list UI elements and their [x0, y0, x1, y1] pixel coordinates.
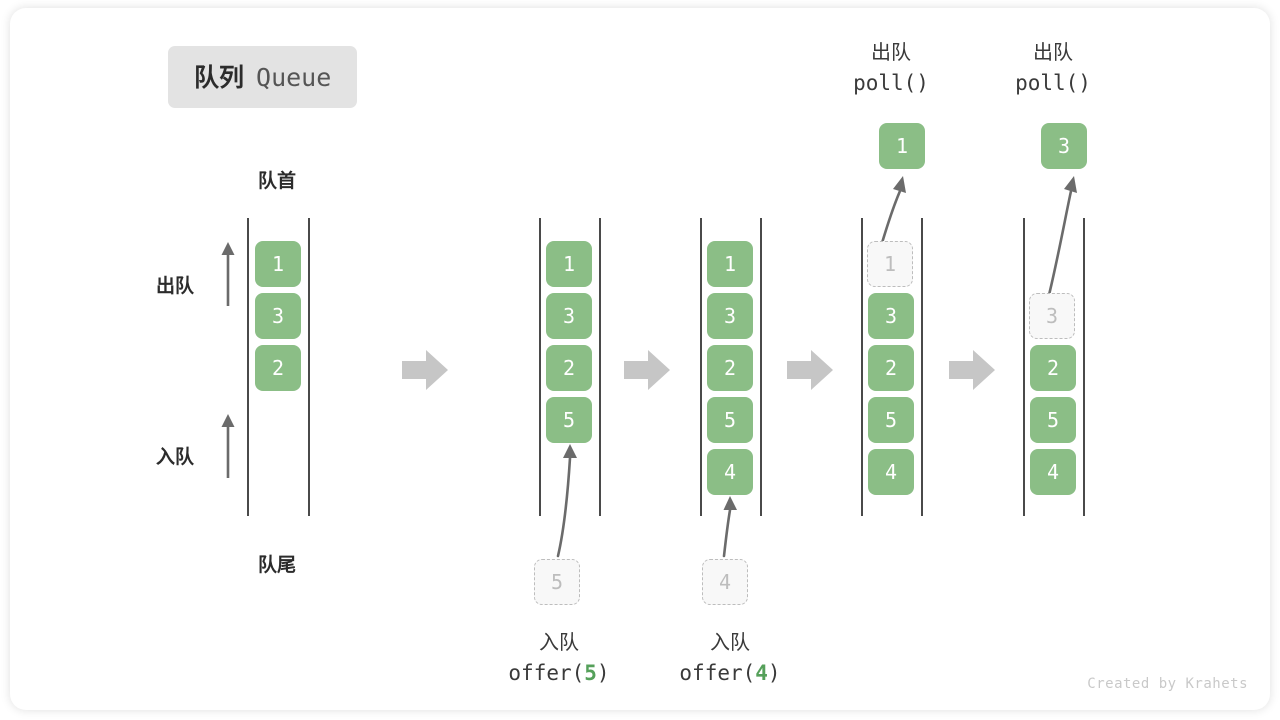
rail-right-col2	[599, 218, 601, 516]
caption-line1: 入队	[710, 632, 750, 654]
queue-cell: 2	[546, 345, 592, 391]
caption-line2: offer(5)	[508, 661, 610, 685]
up-arrow-icon-dequeue	[221, 242, 235, 306]
queue-cell: 2	[868, 345, 914, 391]
rail-right-col5	[1083, 218, 1085, 516]
diagram-canvas: 队列 Queue 队首 出队 入队 1 3 2 队尾 1 3 2 5 5 入队 …	[10, 8, 1270, 710]
caption-offer-5: 入队 offer(5)	[489, 628, 629, 688]
queue-cell: 3	[707, 293, 753, 339]
queue-cell: 3	[255, 293, 301, 339]
caption-line1: 出队	[1033, 42, 1073, 64]
right-block-arrow-icon	[787, 350, 833, 390]
popped-cell: 3	[1041, 123, 1087, 169]
right-block-arrow-icon	[402, 350, 448, 390]
caption-poll-1: 出队 poll()	[821, 38, 961, 98]
curved-arrow-icon-poll-3	[1046, 176, 1077, 301]
rail-right-col4	[921, 218, 923, 516]
curved-arrow-icon-offer-4	[722, 496, 737, 558]
caption-line2: poll()	[1015, 71, 1091, 95]
caption-line2: offer(4)	[679, 661, 781, 685]
title-en: Queue	[256, 63, 332, 92]
caption-line1: 出队	[871, 42, 911, 64]
title-cn: 队列	[194, 64, 245, 92]
rail-left-col5	[1023, 218, 1025, 516]
queue-cell: 5	[707, 397, 753, 443]
front-label: 队首	[257, 171, 296, 192]
queue-cell: 2	[707, 345, 753, 391]
queue-cell-new: 5	[546, 397, 592, 443]
queue-cell: 3	[868, 293, 914, 339]
popped-ghost-cell: 1	[867, 241, 913, 287]
caption-line1: 入队	[539, 632, 579, 654]
curved-arrow-icon-offer-5	[556, 444, 577, 558]
right-block-arrow-icon	[624, 350, 670, 390]
watermark: Created by Krahets	[1087, 676, 1248, 692]
queue-cell-new: 4	[707, 449, 753, 495]
diagram-title-badge: 队列 Queue	[168, 46, 358, 108]
rear-label: 队尾	[257, 555, 296, 576]
incoming-ghost-cell: 5	[534, 559, 580, 605]
queue-cell: 1	[707, 241, 753, 287]
queue-cell: 4	[868, 449, 914, 495]
queue-cell: 1	[255, 241, 301, 287]
queue-cell: 2	[255, 345, 301, 391]
popped-cell: 1	[879, 123, 925, 169]
popped-ghost-cell: 3	[1029, 293, 1075, 339]
queue-cell: 5	[1030, 397, 1076, 443]
rail-right-col1	[308, 218, 310, 516]
caption-line2: poll()	[853, 71, 929, 95]
queue-cell: 2	[1030, 345, 1076, 391]
rail-left-col3	[700, 218, 702, 516]
caption-poll-3: 出队 poll()	[983, 38, 1123, 98]
rail-left-col2	[539, 218, 541, 516]
dequeue-label: 出队	[156, 276, 195, 297]
queue-cell: 5	[868, 397, 914, 443]
queue-cell: 3	[546, 293, 592, 339]
queue-cell: 1	[546, 241, 592, 287]
caption-offer-4: 入队 offer(4)	[660, 628, 800, 688]
rail-left-col4	[861, 218, 863, 516]
right-block-arrow-icon	[949, 350, 995, 390]
rail-right-col3	[760, 218, 762, 516]
enqueue-label: 入队	[156, 447, 195, 468]
up-arrow-icon-enqueue	[221, 414, 235, 478]
rail-left-col1	[247, 218, 249, 516]
queue-cell: 4	[1030, 449, 1076, 495]
incoming-ghost-cell: 4	[702, 559, 748, 605]
curved-arrow-icon-poll-1	[880, 176, 906, 245]
